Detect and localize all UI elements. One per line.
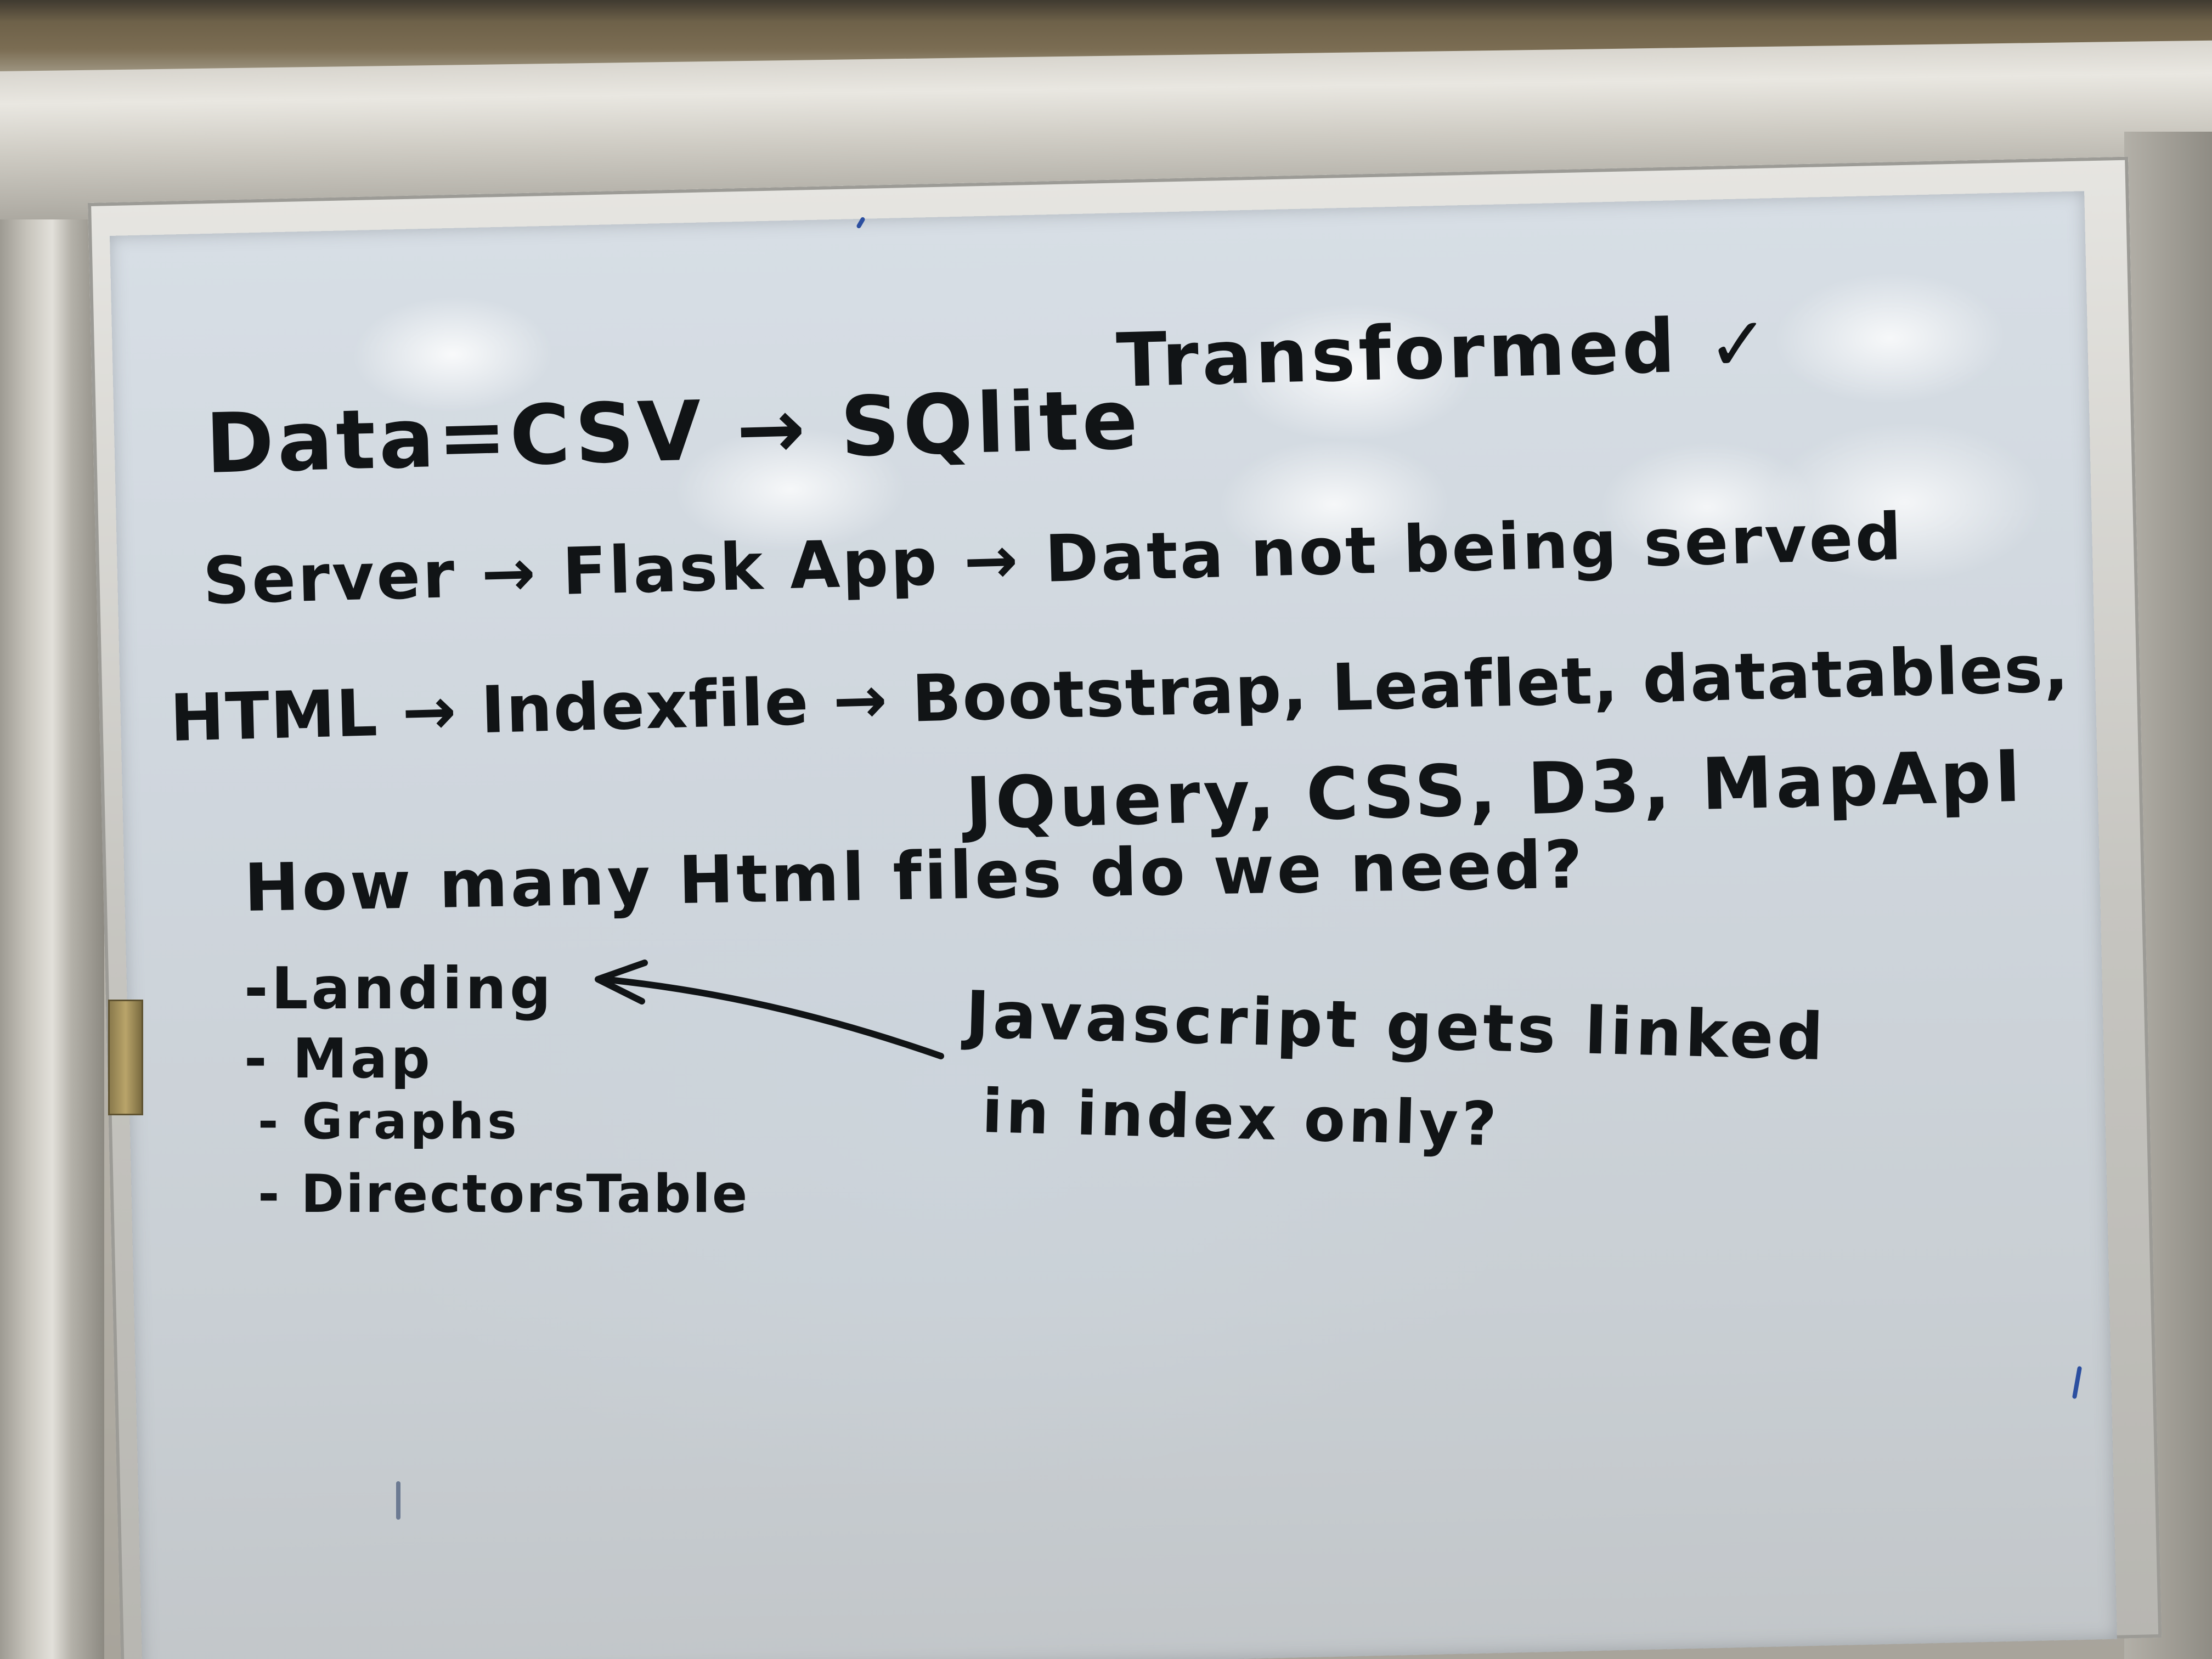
handwritten-list-graphs: - Graphs [258, 1093, 520, 1150]
board-clip [108, 1000, 143, 1115]
handwritten-list-directors: - DirectorsTable [258, 1164, 749, 1224]
handwritten-list-landing: -Landing [244, 955, 555, 1022]
handwritten-js-note-2: in index only? [981, 1076, 1501, 1160]
handwritten-transformed: Transformed ✓ [1115, 300, 1774, 404]
gray-marker-stroke [396, 1481, 400, 1520]
handwritten-data-line: Data=CSV → SQlite [204, 372, 1142, 492]
left-sliding-panel [0, 219, 104, 1659]
handwritten-list-map: - Map [244, 1026, 433, 1091]
